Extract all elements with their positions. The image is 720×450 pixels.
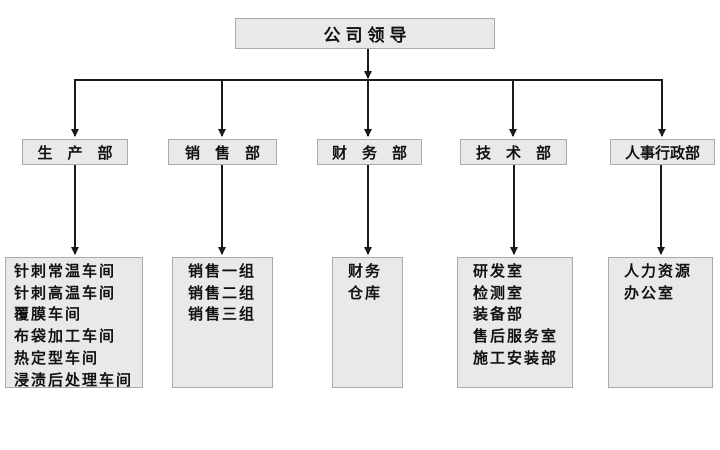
node-sales-dept: 销 售 部 [168, 139, 277, 165]
node-tech-dept: 技 术 部 [460, 139, 567, 165]
unit-label: 人力资源 [624, 263, 693, 280]
node-production-dept: 生 产 部 [22, 139, 128, 165]
node-tech-units: 研发室 检测室 装备部 售后服务室 施工安装部 [457, 257, 573, 388]
node-hr-admin-units: 人力资源 办公室 [608, 257, 713, 388]
unit-label: 浸渍后处理车间 [14, 371, 134, 389]
unit-label: 施工安装部 [473, 349, 559, 367]
unit-label: 布袋加工车间 [14, 328, 117, 346]
unit-label: 检测室 [473, 284, 525, 302]
node-hr-admin-dept: 人事行政部 [610, 139, 715, 165]
unit-label: 装备部 [473, 306, 525, 324]
unit-label: 销售三组 [188, 306, 257, 324]
node-sales-units: 销售一组 销售二组 销售三组 [172, 257, 273, 388]
unit-label: 售后服务室 [473, 328, 559, 346]
unit-label: 财务 [348, 263, 383, 280]
node-company-leadership: 公司领导 [235, 18, 495, 49]
node-production-units: 针刺常温车间 针刺高温车间 覆膜车间 布袋加工车间 热定型车间 浸渍后处理车间 [5, 257, 143, 389]
unit-label: 办公室 [624, 284, 676, 302]
unit-label: 销售一组 [188, 263, 257, 280]
unit-label: 研发室 [473, 263, 525, 280]
node-finance-dept: 财 务 部 [317, 139, 422, 165]
unit-label: 销售二组 [188, 284, 257, 302]
unit-label: 针刺高温车间 [14, 284, 117, 302]
unit-label: 针刺常温车间 [14, 263, 117, 280]
unit-label: 热定型车间 [14, 349, 100, 367]
node-finance-units: 财务 仓库 [332, 257, 403, 388]
unit-label: 仓库 [348, 284, 383, 302]
unit-label: 覆膜车间 [14, 306, 83, 324]
